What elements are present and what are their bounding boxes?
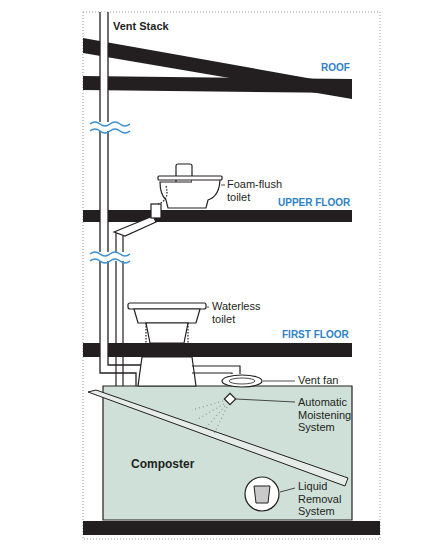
part-name: Composter [131, 457, 195, 471]
roof-beam [83, 38, 352, 99]
part-name: Waterless toilet [212, 300, 278, 325]
label-holder: Waterless toilet [212, 300, 278, 325]
part-name: Liquid Removal System [298, 480, 358, 518]
spray-nozzle [224, 393, 235, 404]
label-holder: Automatic Moistening System [298, 396, 374, 434]
level-name: ROOF [321, 62, 361, 74]
label-holder: Liquid Removal System [298, 480, 358, 518]
vent-stack-fill [100, 12, 108, 369]
label-holder: Vent fan [298, 374, 368, 387]
ceiling-joist [83, 76, 352, 93]
label-holder: FIRST FLOOR [282, 329, 362, 341]
part-name: Vent Stack [113, 20, 233, 33]
part-name: Vent fan [298, 374, 368, 387]
vent-stack [108, 12, 144, 386]
liquid-removal-system [254, 486, 270, 503]
foam-flush-toilet [158, 164, 222, 208]
label-holder: Vent Stack [113, 20, 233, 33]
label-holder: ROOF [321, 62, 361, 74]
part-name: Automatic Moistening System [298, 396, 374, 434]
vent-stack-fill [100, 365, 136, 373]
composter-region: Composter [128, 454, 198, 474]
ground-band [83, 521, 380, 535]
level-name: UPPER FLOOR [278, 197, 358, 209]
vent-stack [100, 12, 136, 386]
drain-pipe [114, 216, 156, 236]
spray [192, 401, 227, 434]
upper-floor-band [83, 210, 352, 222]
frame [83, 12, 380, 539]
vent-fan [222, 375, 262, 387]
fan-pipe [192, 366, 240, 374]
leader-line [207, 185, 295, 492]
label-holder: UPPER FLOOR [278, 197, 358, 209]
drain-pipe [151, 204, 161, 218]
level-name: FIRST FLOOR [282, 329, 362, 341]
break-mark [90, 122, 130, 263]
liquid-removal-system [245, 477, 279, 511]
vent-fan [229, 378, 255, 384]
